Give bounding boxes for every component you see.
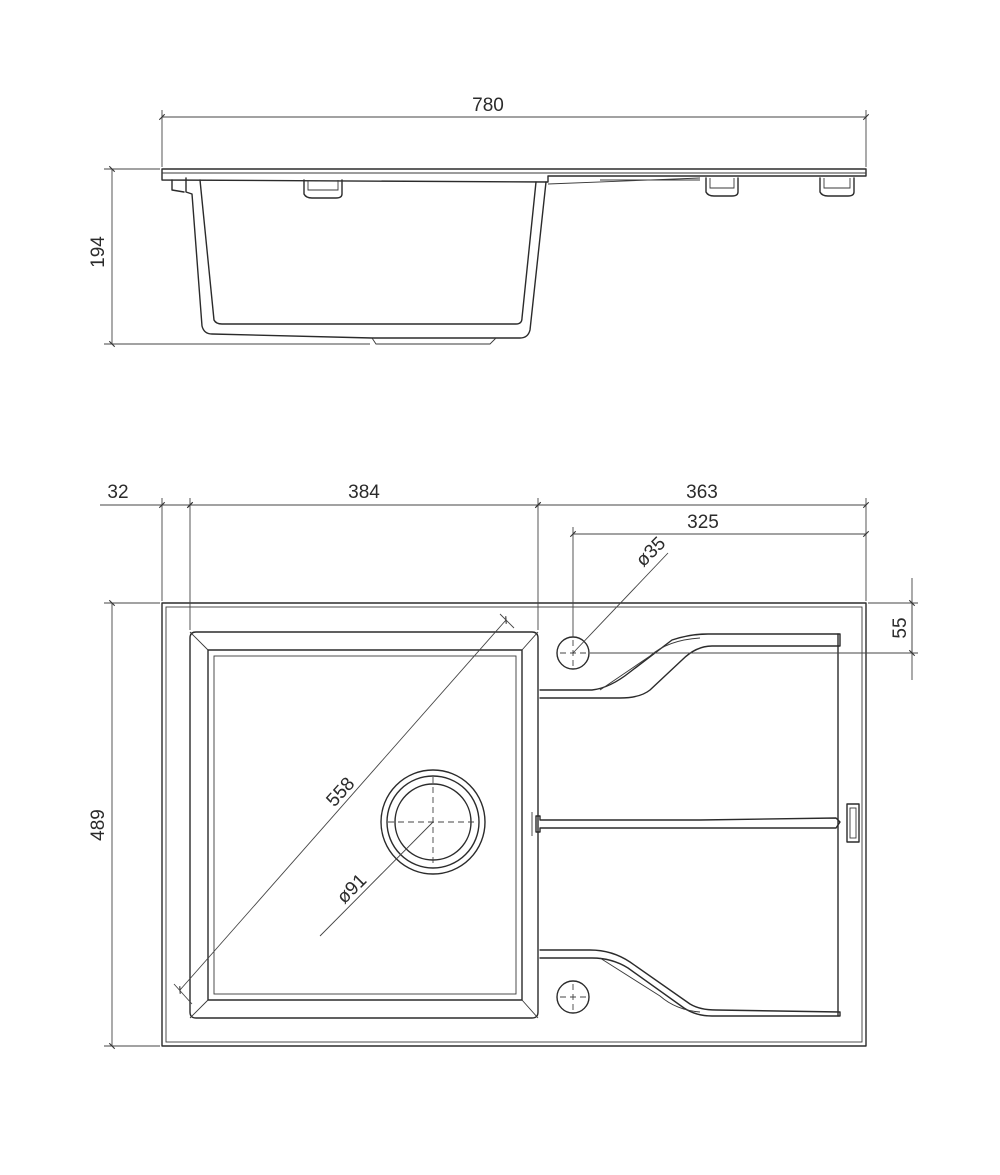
dimension-tap-hole-depth: 55 bbox=[890, 617, 911, 638]
drainer-rib-upper bbox=[539, 633, 841, 699]
dimension-bowl-diagonal: 558 bbox=[323, 774, 360, 812]
mounting-clip bbox=[303, 179, 343, 199]
mounting-clip bbox=[819, 177, 855, 197]
drainer-rib-center bbox=[535, 815, 841, 833]
dimension-height: 194 bbox=[88, 236, 109, 268]
dimension-overall-depth: 489 bbox=[88, 809, 109, 841]
bowl-profile bbox=[185, 177, 547, 339]
dimension-left-margin: 32 bbox=[107, 482, 128, 503]
dimension-tap-hole-diameter: ø35 bbox=[632, 533, 670, 571]
dimension-drainer-width: 363 bbox=[686, 482, 718, 503]
side-view: 780 194 bbox=[88, 95, 870, 348]
sink-outline bbox=[161, 602, 867, 1047]
top-view: 558 ø91 ø35 bbox=[88, 482, 918, 1050]
bowl-outline bbox=[189, 631, 539, 1019]
mounting-clip bbox=[705, 177, 739, 197]
dimension-tap-hole-offset: 325 bbox=[687, 512, 719, 533]
sink-rim-profile bbox=[161, 168, 867, 183]
overflow-slot bbox=[846, 803, 860, 843]
tap-hole-optional bbox=[556, 980, 590, 1014]
drainer-rib-lower bbox=[539, 949, 841, 1017]
dimension-drain-diameter: ø91 bbox=[333, 870, 371, 908]
dimension-bowl-width: 384 bbox=[348, 482, 380, 503]
dimension-overall-width: 780 bbox=[472, 95, 504, 116]
